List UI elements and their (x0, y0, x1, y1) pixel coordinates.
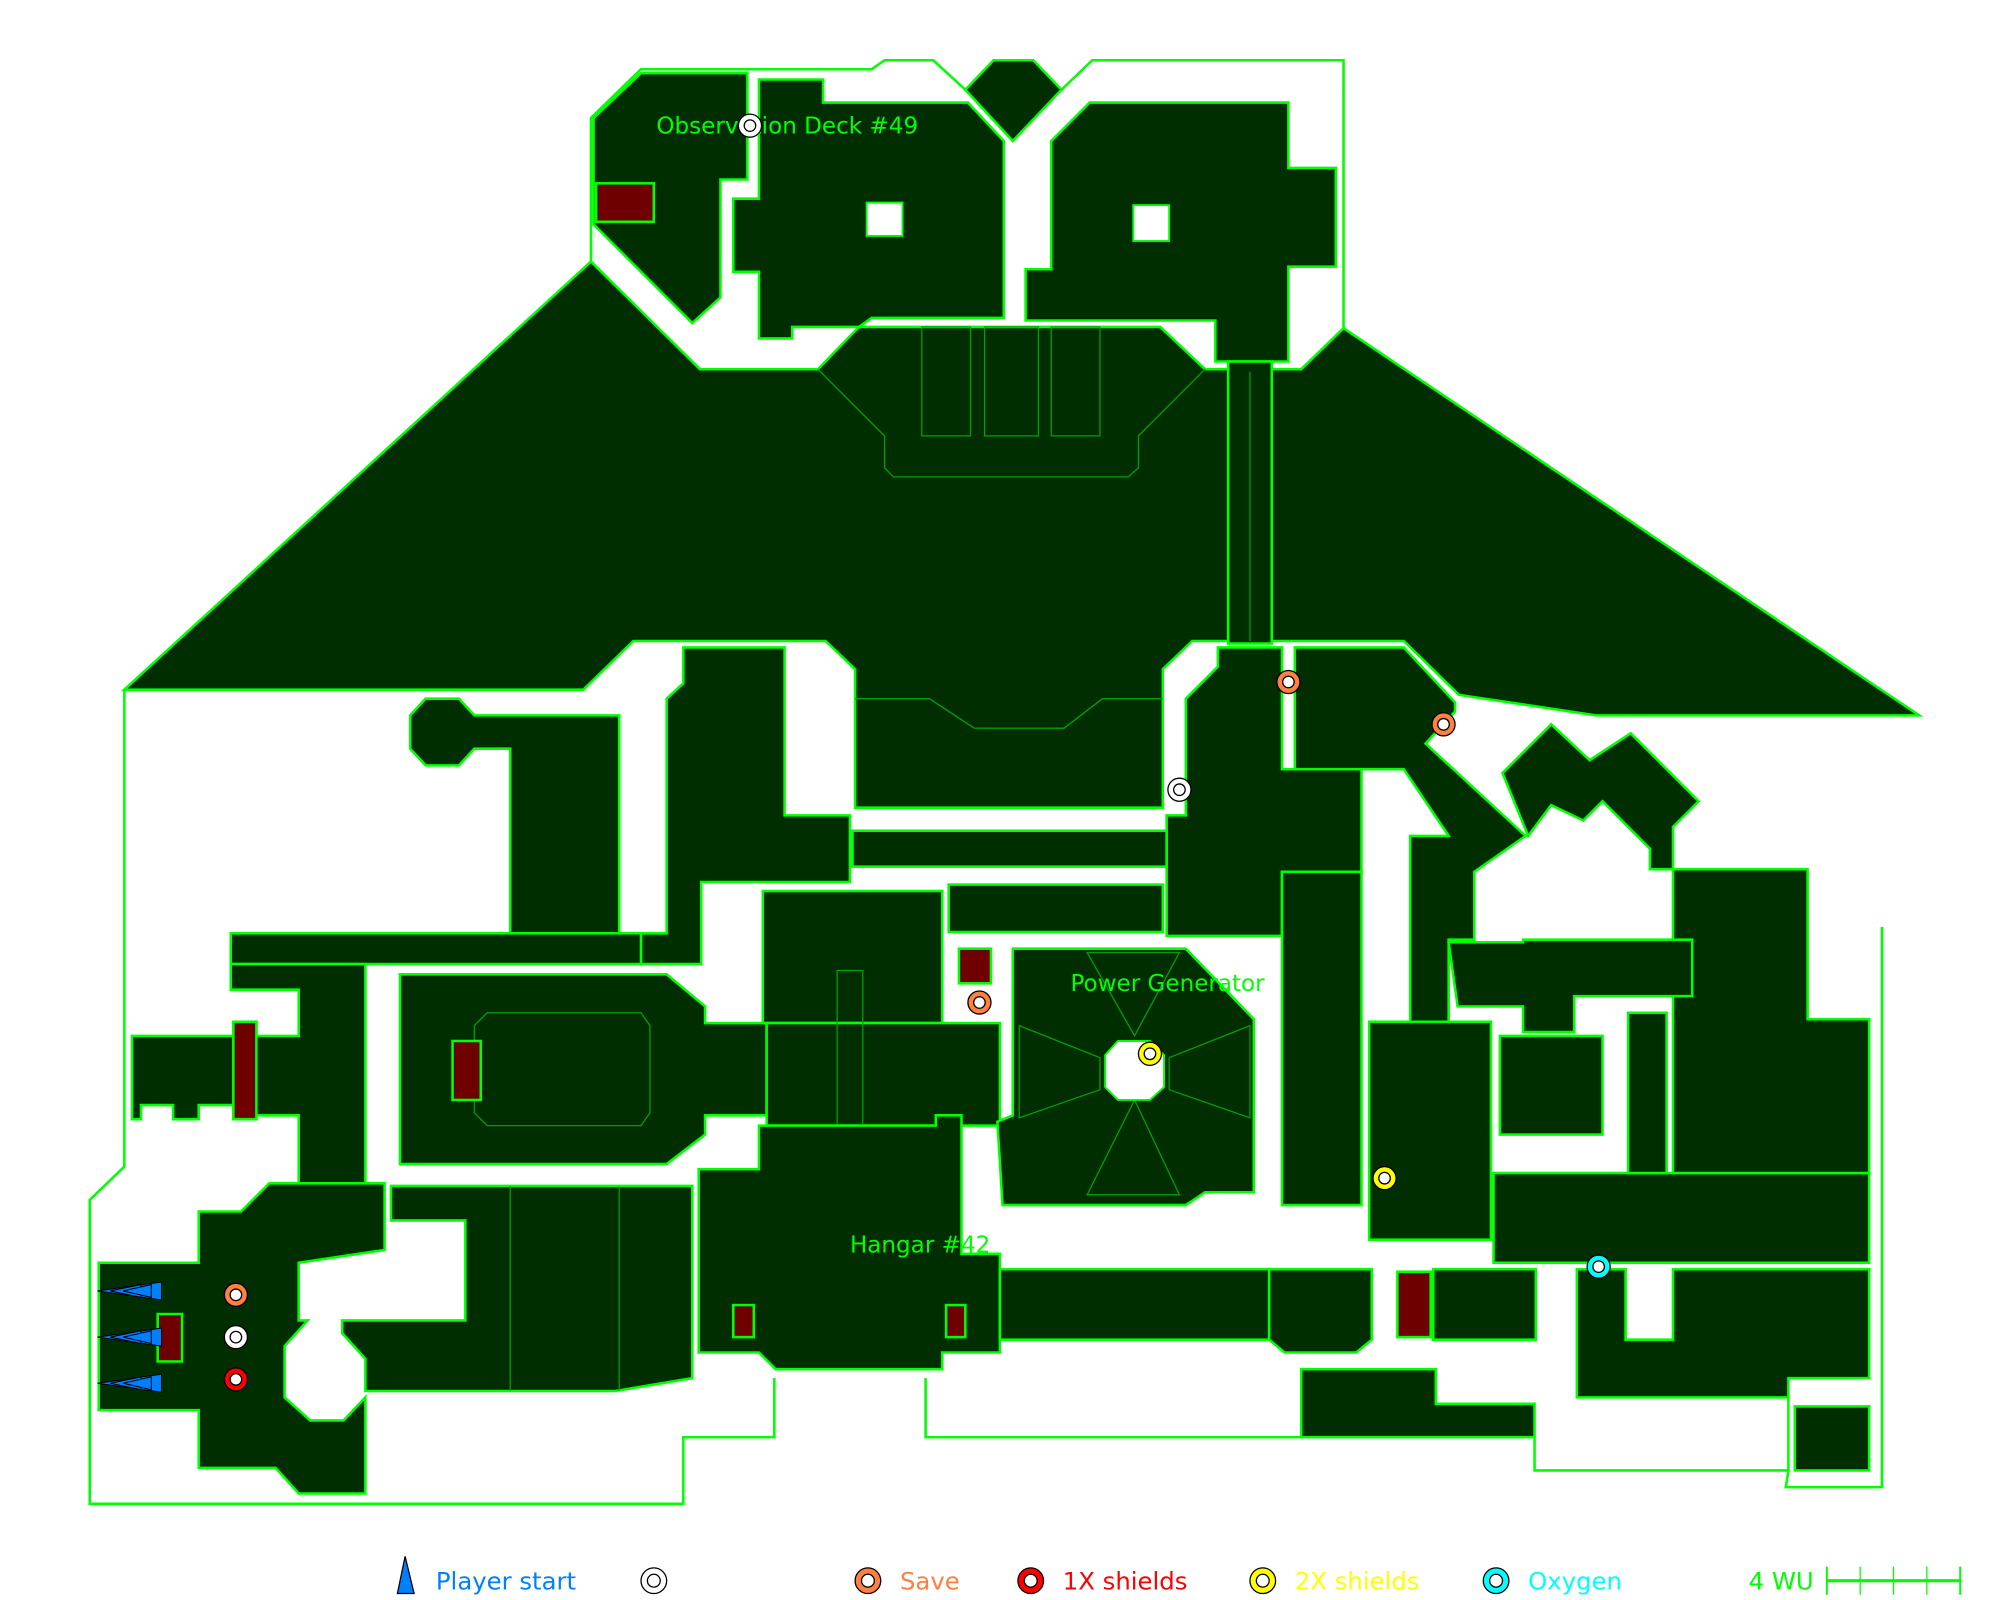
legend-oxygen: Oxygen (1528, 1567, 1622, 1596)
player-start-icon (396, 1556, 415, 1595)
marker-2x-shields[interactable] (1137, 1041, 1163, 1066)
central-corridor (851, 829, 1168, 868)
marker-oxygen[interactable] (1586, 1254, 1611, 1279)
door[interactable] (232, 1020, 258, 1121)
legend: Player start Save 1X shields 2X shields … (396, 1556, 1962, 1596)
east-corridor (1280, 870, 1363, 1207)
marker-2x-shields[interactable] (1372, 1165, 1397, 1191)
room-west-column (639, 646, 852, 966)
area-label-power-generator: Power Generator (1070, 971, 1265, 997)
room-southeast-corner (1793, 1405, 1871, 1472)
player-start-icon (97, 1281, 163, 1301)
main-hull (121, 259, 1924, 809)
marker-unlabeled[interactable] (737, 113, 763, 138)
player-start-icon (97, 1373, 163, 1393)
room-east-small (1431, 1267, 1538, 1341)
marker-save[interactable] (223, 1282, 249, 1307)
room-northeast (1293, 646, 1528, 1024)
room-far-east (1671, 867, 1871, 1175)
ring-icon (1249, 1567, 1277, 1595)
door[interactable] (957, 947, 993, 985)
ring-icon (854, 1567, 882, 1595)
ring-icon (1482, 1567, 1510, 1595)
room-column (408, 697, 621, 935)
player-start-icon (97, 1327, 163, 1347)
door[interactable] (451, 1039, 483, 1102)
door[interactable] (944, 1303, 967, 1339)
legend-scale-label: 4 WU (1749, 1567, 1814, 1596)
observation-deck-west (592, 71, 749, 325)
area-label-observation-deck: Observation Deck #49 (656, 113, 918, 139)
outer-boundary (1060, 58, 1345, 329)
room-hangar-north (761, 889, 944, 1025)
outer-boundary (1784, 926, 1884, 1489)
observation-deck-east (1024, 101, 1338, 363)
hangar-room (697, 1114, 1002, 1371)
outer-boundary (88, 689, 776, 1506)
legend-1x-shields: 1X shields (1063, 1567, 1188, 1596)
south-junction (1267, 1267, 1374, 1354)
door[interactable] (732, 1303, 756, 1339)
marker-save[interactable] (1431, 712, 1456, 737)
area-label-hangar: Hangar #42 (850, 1233, 990, 1259)
legend-player-start: Player start (436, 1567, 576, 1596)
room-south-east (1299, 1267, 1871, 1472)
east-narrow-corridor (1626, 1011, 1668, 1175)
scale-bar (1825, 1566, 1962, 1595)
room-east-upper (1447, 938, 1694, 1034)
marker-save[interactable] (967, 990, 992, 1015)
room-east-cluster (1500, 722, 1701, 871)
door[interactable] (594, 182, 656, 224)
hangar-corridor (765, 1021, 1002, 1127)
marker-1x-shields[interactable] (223, 1367, 249, 1392)
outer-boundary (924, 1378, 1302, 1439)
outer-boundary (589, 58, 967, 262)
marker-unlabeled[interactable] (223, 1324, 249, 1350)
west-corridor (229, 932, 643, 966)
south-corridor (998, 1267, 1271, 1341)
observation-deck-center (963, 58, 1064, 143)
marker-save[interactable] (1276, 669, 1301, 695)
central-corridor-2 (947, 883, 1165, 934)
legend-2x-shields: 2X shields (1295, 1567, 1420, 1596)
south-rooms (341, 1184, 694, 1393)
door[interactable] (1396, 1270, 1432, 1339)
room-east-large (1367, 1020, 1493, 1241)
room-east-square (1498, 1034, 1604, 1136)
ring-icon (1017, 1567, 1045, 1595)
east-long-corridor (1492, 1171, 1871, 1265)
marker-unlabeled[interactable] (1167, 777, 1192, 802)
legend-save: Save (900, 1567, 960, 1596)
ring-icon (640, 1567, 668, 1595)
